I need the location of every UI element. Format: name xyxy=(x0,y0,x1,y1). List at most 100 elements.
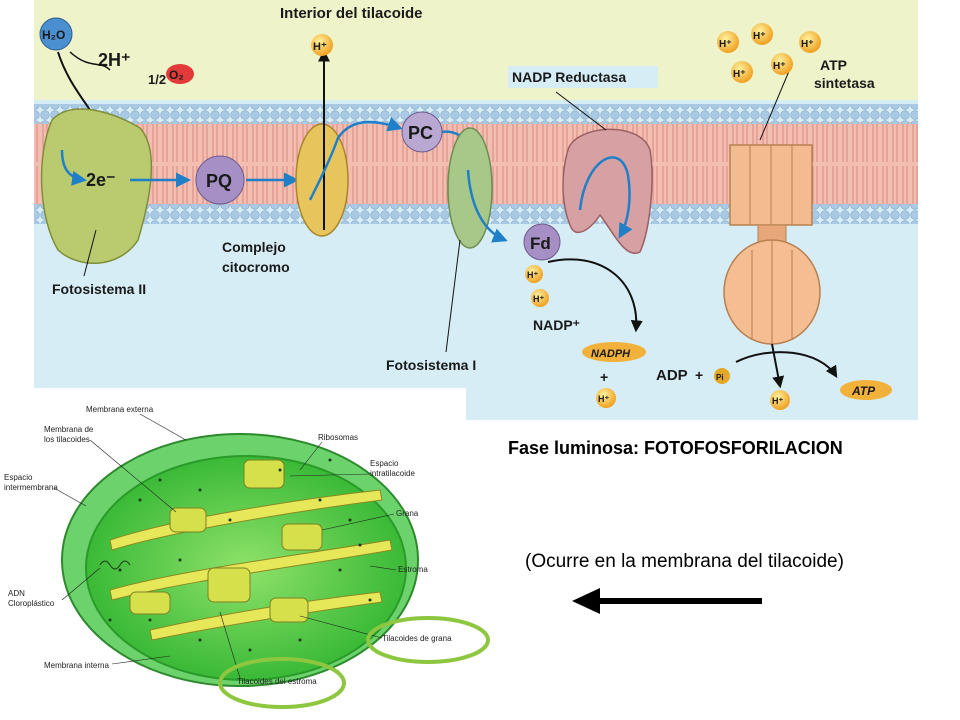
pq-label: PQ xyxy=(206,171,232,191)
thylakoid-membrane-diagram: Interior del tilacoide H₂O 2H⁺ 1/2 O₂ 2e… xyxy=(34,0,918,420)
caption-title: Fase luminosa: FOTOFOSFORILACION xyxy=(508,438,843,458)
proton-release-arrow xyxy=(69,51,111,71)
two-electrons-label: 2e⁻ xyxy=(86,170,116,190)
leader-thylakoid-membrane xyxy=(89,439,177,513)
label-grana: Grana xyxy=(396,509,419,518)
photosystem-ii-leader xyxy=(83,229,97,277)
stroma-thylakoids xyxy=(109,489,393,641)
reductase-label-box xyxy=(508,66,658,88)
label-dna-line1: ADN xyxy=(8,589,25,598)
two-protons-label: 2H⁺ xyxy=(98,50,131,70)
nadp-plus-label: NADP⁺ xyxy=(533,317,580,333)
adp-plus-sign: + xyxy=(695,367,703,383)
label-inner-membrane: Membrana interna xyxy=(44,661,109,670)
proton-lumen-1-label: H⁺ xyxy=(313,41,327,53)
proton-exit-arrow xyxy=(771,343,785,389)
lumen-band xyxy=(34,0,918,100)
proton-d-label: H⁺ xyxy=(733,69,746,80)
photosystem-ii-label: Fotosistema II xyxy=(52,281,146,297)
nadph-label: NADPH xyxy=(591,348,631,360)
leader-dna xyxy=(61,567,101,601)
psi-to-fd-arrow xyxy=(466,169,508,243)
atp-synthase xyxy=(723,144,821,345)
nadph-proton-label: H⁺ xyxy=(598,394,609,404)
nadph-proton: H⁺ xyxy=(596,388,616,408)
stroma-proton-atp-label: H⁺ xyxy=(772,396,783,406)
lipid-heads-top xyxy=(34,104,918,124)
label-intermembrane-line2: intermembrana xyxy=(4,483,58,492)
highlight-ring-grana-thylakoids xyxy=(366,616,490,664)
atp-label: ATP xyxy=(851,384,876,398)
leader-grana xyxy=(321,513,395,531)
label-intrathylakoid-line2: intratilacoide xyxy=(370,469,415,478)
phosphate-badge: Pi xyxy=(714,368,730,384)
photosystem-i-leader xyxy=(445,239,461,353)
proton-cluster: H⁺ H⁺ H⁺ H⁺ H⁺ xyxy=(717,23,821,83)
reductase-label: NADP Reductasa xyxy=(512,69,626,85)
nadph-badge: NADPH xyxy=(582,342,646,362)
lumen-header: Interior del tilacoide xyxy=(280,5,423,22)
pointer-arrow xyxy=(572,588,762,614)
phosphate-label: Pi xyxy=(716,373,724,382)
label-stroma: Estroma xyxy=(398,565,428,574)
proton-lumen-1: H⁺ xyxy=(311,34,333,56)
atp-synthase-label-line2: sintetasa xyxy=(814,75,875,91)
adp-label: ADP xyxy=(656,367,688,384)
stroma-proton-2-label: H⁺ xyxy=(533,294,544,304)
proton-e-label: H⁺ xyxy=(773,61,786,72)
oxygen-badge: O₂ xyxy=(166,64,194,84)
plastoquinone: PQ xyxy=(195,155,245,205)
label-dna-line2: Cloroplástico xyxy=(8,599,55,608)
proton-b-label: H⁺ xyxy=(753,31,766,42)
chloroplast-diagram: Membrana externa Membrana de los tilacoi… xyxy=(0,388,490,720)
label-thylakoid-membrane-line2: los tilacoides xyxy=(44,435,90,444)
caption-subtitle: (Ocurre en la membrana del tilacoide) xyxy=(525,551,844,572)
photosystem-ii-shape xyxy=(40,108,153,265)
leader-intermembrane xyxy=(53,487,87,507)
cytochrome-to-pc-arrow xyxy=(308,117,403,201)
stroma-proton-atp: H⁺ xyxy=(770,390,790,410)
leader-stroma xyxy=(369,565,397,571)
label-intrathylakoid-line1: Espacio xyxy=(370,459,399,468)
atp-synthase-leader xyxy=(759,63,793,141)
water-label: H₂O xyxy=(42,28,65,42)
photosystem-i-label: Fotosistema I xyxy=(386,357,476,373)
ferredoxin: Fd xyxy=(523,223,561,261)
label-grana-thylakoids: Tilacoides de grana xyxy=(382,634,452,643)
label-intermembrane-line1: Espacio xyxy=(4,473,33,482)
dna-squiggle xyxy=(99,560,131,570)
leader-inner-membrane xyxy=(111,655,171,665)
grana-stacks xyxy=(129,459,323,623)
reductase-leader xyxy=(555,91,607,131)
label-thylakoid-membrane-line1: Membrana de xyxy=(44,425,94,434)
leader-intrathylakoid xyxy=(289,473,371,477)
pc-label: PC xyxy=(408,123,433,143)
cytochrome-complex xyxy=(295,123,349,237)
highlight-ring-stroma-thylakoids xyxy=(218,657,346,709)
atp-synthase-label-line1: ATP xyxy=(820,57,847,73)
cytochrome-label-line1: Complejo xyxy=(222,239,286,255)
water-molecule: H₂O xyxy=(39,17,73,51)
stroma-proton-1-label: H⁺ xyxy=(527,270,538,280)
leader-outer-membrane xyxy=(139,413,187,441)
label-outer-membrane: Membrana externa xyxy=(86,405,154,414)
fd-label: Fd xyxy=(530,234,551,253)
leader-ribosomes xyxy=(299,441,323,471)
reductase-electron-arrow xyxy=(578,156,633,239)
oxygen-label: O₂ xyxy=(169,68,184,82)
label-stroma-thylakoids: Tilacoides del estroma xyxy=(237,677,317,686)
chloroplast-labels: Membrana externa Membrana de los tilacoi… xyxy=(4,405,452,686)
half-label: 1/2 xyxy=(148,72,166,87)
stroma-protons: H⁺ H⁺ xyxy=(525,265,549,307)
ribosome-dots xyxy=(108,458,372,652)
nadp-reduction-arrow xyxy=(547,258,643,333)
electron-entry-arrow xyxy=(60,149,87,186)
plastocyanin: PC xyxy=(401,111,443,153)
nadph-plus-sign: + xyxy=(600,369,608,385)
label-ribosomes: Ribosomas xyxy=(318,433,358,442)
proton-a-label: H⁺ xyxy=(719,39,732,50)
atp-formation-arrow xyxy=(735,351,838,379)
proton-c-label: H⁺ xyxy=(801,39,814,50)
atp-badge: ATP xyxy=(840,380,892,400)
